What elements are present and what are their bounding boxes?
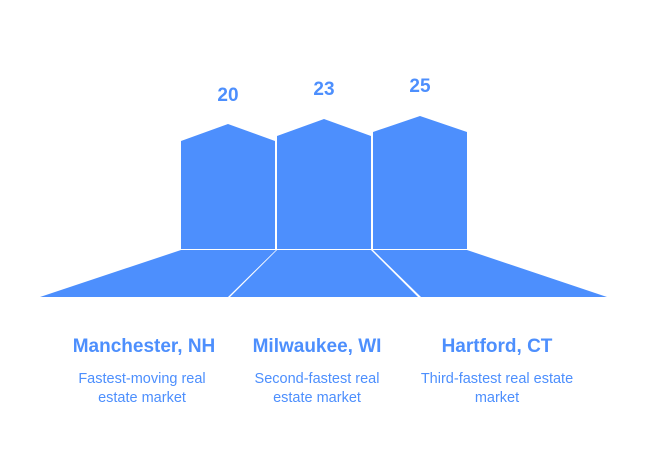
value-label-2: 23 [313, 79, 334, 100]
value-label-3: 25 [409, 76, 431, 97]
city-label-3: Hartford, CT [441, 336, 553, 357]
description-1: Fastest-moving real estate market [78, 371, 206, 406]
house-3 [373, 116, 467, 249]
floor-left [40, 250, 276, 297]
description-3: Third-fastest real estate market [420, 371, 574, 406]
value-label-1: 20 [217, 85, 238, 106]
city-label-2: Milwaukee, WI [252, 336, 382, 357]
city-label-1: Manchester, NH [72, 336, 216, 357]
floor-middle [230, 250, 418, 297]
house-1 [181, 124, 275, 249]
floor-right [373, 250, 607, 297]
description-2: Second-fastest real estate market [254, 371, 380, 406]
house-2 [277, 119, 371, 249]
